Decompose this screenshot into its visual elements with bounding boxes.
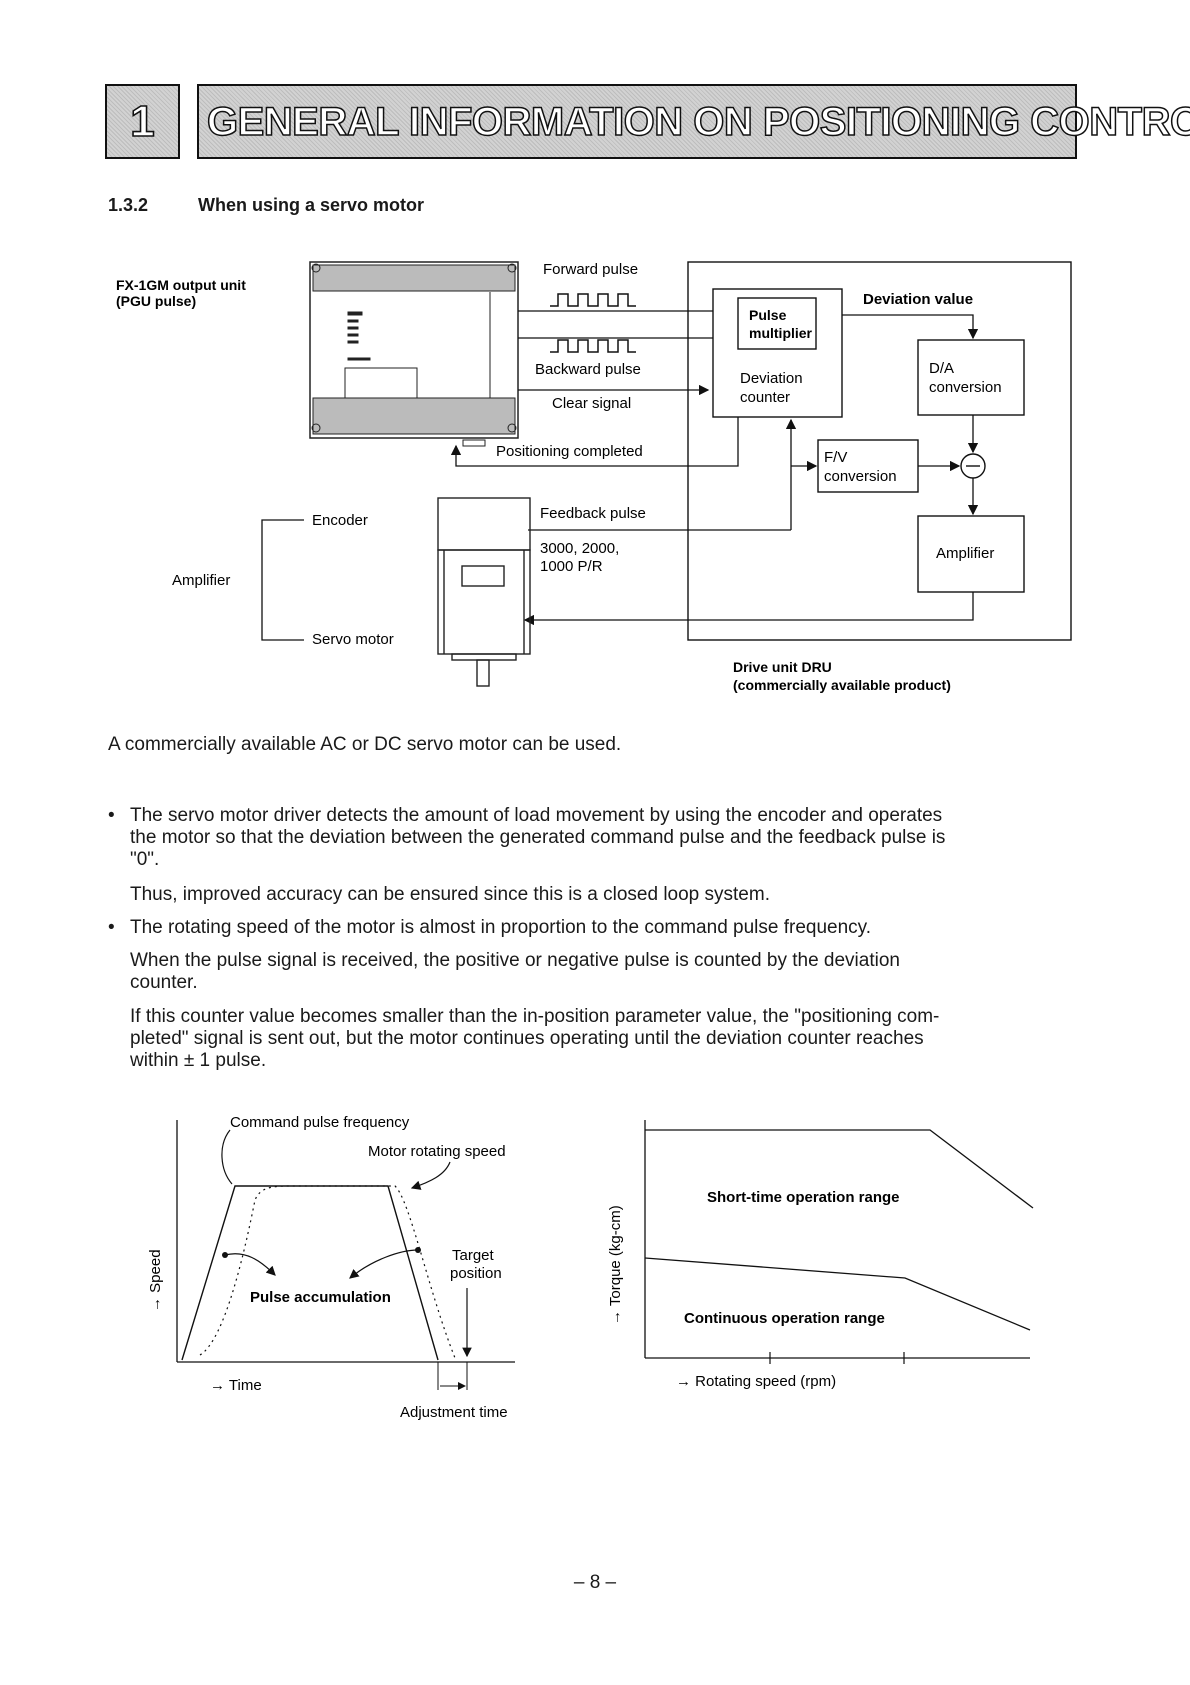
servo-motor-illustration	[437, 497, 531, 687]
continuous-range-label: Continuous operation range	[684, 1310, 885, 1327]
text-line: the motor so that the deviation between …	[130, 827, 946, 848]
text-line: If this counter value becomes smaller th…	[130, 1006, 940, 1027]
chapter-title-banner: GENERAL INFORMATION ON POSITIONING CONTR…	[197, 84, 1190, 159]
clear-signal-label: Clear signal	[552, 395, 631, 412]
deviation-counter-label-2: counter	[740, 389, 790, 406]
graphs-area: Command pulse frequency Motor rotating s…	[147, 1114, 1034, 1420]
backward-pulse-label: Backward pulse	[535, 361, 641, 378]
forward-pulse-waveform	[550, 293, 636, 307]
da-conversion-block	[917, 339, 1025, 416]
servo-motor-label: Servo motor	[312, 631, 394, 648]
fx1gm-unit-illustration	[309, 261, 519, 447]
section-title: When using a servo motor	[198, 195, 425, 215]
text-line: The servo motor driver detects the amoun…	[130, 805, 943, 826]
pr-label-2: 1000 P/R	[540, 558, 603, 575]
fv-label: F/V	[824, 449, 847, 466]
intro-paragraph: A commercially available AC or DC servo …	[108, 734, 622, 755]
unit-label-sub: (PGU pulse)	[116, 293, 196, 309]
target-position-label: Target	[452, 1247, 495, 1264]
feedback-pulse-label: Feedback pulse	[540, 505, 646, 522]
short-time-range-label: Short-time operation range	[707, 1189, 900, 1206]
amplifier-bracket	[261, 519, 304, 641]
speed-time-graph: Command pulse frequency Motor rotating s…	[147, 1114, 515, 1420]
continuous-limit-line	[644, 1257, 1031, 1331]
motor-speed-curve	[199, 1185, 456, 1359]
deviation-value-label: Deviation value	[863, 291, 973, 308]
drive-unit-outline	[687, 261, 1072, 641]
section-number: 1.3.2	[108, 195, 149, 215]
da-label-2: conversion	[929, 379, 1002, 396]
drive-unit-label-2: (commercially available product)	[733, 677, 951, 693]
command-pulse-curve	[181, 1185, 439, 1361]
text-line: within ± 1 pulse.	[130, 1050, 267, 1071]
adjustment-time-label: Adjustment time	[400, 1404, 508, 1420]
bullet2-paragraph: The rotating speed of the motor is almos…	[130, 917, 872, 938]
forward-pulse-label: Forward pulse	[543, 261, 638, 278]
pulse-accumulation-label: Pulse accumulation	[250, 1289, 391, 1306]
chapter-number-box: 1	[105, 84, 180, 159]
bullet-glyph: •	[108, 805, 115, 826]
motor-rotating-speed-label: Motor rotating speed	[368, 1143, 506, 1160]
bullet1-followup: Thus, improved accuracy can be ensured s…	[130, 884, 770, 905]
amplifier-block	[917, 515, 1025, 593]
servo-block-diagram: FX-1GM output unit (PGU pulse) Forward p…	[116, 261, 1072, 693]
pr-label: 3000, 2000,	[540, 540, 619, 557]
positioning-completed-label: Positioning completed	[496, 443, 643, 460]
bullet2-followup-1: When the pulse signal is received, the p…	[130, 950, 1085, 994]
backward-pulse-waveform	[550, 339, 636, 353]
target-position-label-2: position	[450, 1265, 502, 1282]
chapter-number: 1	[129, 96, 155, 146]
torque-speed-graph: Short-time operation range Continuous op…	[607, 1120, 1034, 1390]
bullet-glyph: •	[108, 917, 115, 938]
deviation-counter-label: Deviation	[740, 370, 803, 387]
text-line: pleted" signal is sent out, but the moto…	[130, 1028, 924, 1049]
pulse-multiplier-block	[737, 297, 817, 350]
speed-axis-label: → Speed	[147, 1249, 164, 1312]
text-line: counter.	[130, 972, 198, 993]
amplifier-block-label: Amplifier	[936, 545, 994, 562]
time-axis-label: → Time	[210, 1377, 262, 1394]
unit-label: FX-1GM output unit	[116, 277, 246, 293]
torque-axis-label: → Torque (kg-cm)	[607, 1205, 624, 1325]
pulse-multiplier-label-2: multiplier	[749, 325, 813, 341]
page-number: – 8 –	[573, 1572, 617, 1593]
amplifier-side-label: Amplifier	[172, 572, 230, 589]
command-pulse-frequency-label: Command pulse frequency	[230, 1114, 410, 1131]
encoder-label: Encoder	[312, 512, 368, 529]
text-line: "0".	[130, 849, 160, 870]
pulse-multiplier-label: Pulse	[749, 307, 787, 323]
chapter-title: GENERAL INFORMATION ON POSITIONING CONTR…	[206, 99, 1190, 144]
text-line: When the pulse signal is received, the p…	[130, 950, 900, 971]
fv-label-2: conversion	[824, 468, 897, 485]
short-time-limit-line	[645, 1129, 1034, 1209]
rotating-speed-axis-label: → Rotating speed (rpm)	[676, 1373, 836, 1390]
drive-unit-label: Drive unit DRU	[733, 659, 832, 675]
bullet2-followup-2: If this counter value becomes smaller th…	[130, 1006, 1085, 1072]
da-label: D/A	[929, 360, 954, 377]
bullet1-paragraph: The servo motor driver detects the amoun…	[130, 805, 1085, 871]
